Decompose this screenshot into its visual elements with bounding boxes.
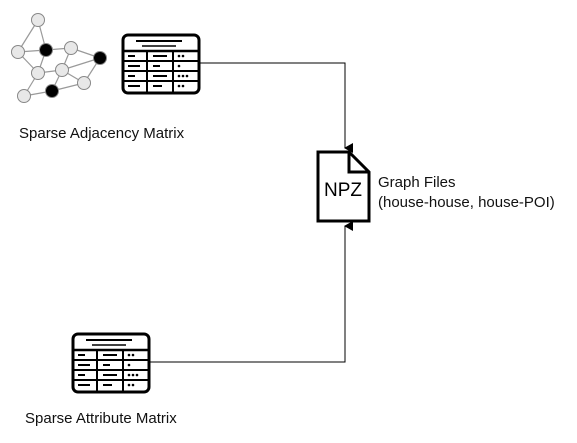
attribute-table-icon <box>71 332 151 394</box>
graph-files-subtitle: (house-house, house-POI) <box>378 194 555 211</box>
npz-file-icon: NPZ <box>316 150 371 223</box>
graph-network-icon <box>11 13 107 103</box>
adjacency-table-icon <box>121 33 201 95</box>
npz-file-label: NPZ <box>324 180 362 201</box>
edge-adjacency-to-graph-files <box>200 62 353 153</box>
adjacency-matrix-label: Sparse Adjacency Matrix <box>19 125 185 142</box>
edge-attribute-to-graph-files <box>150 221 353 363</box>
attribute-matrix-label: Sparse Attribute Matrix <box>25 410 177 427</box>
graph-files-title: Graph Files <box>378 174 456 191</box>
